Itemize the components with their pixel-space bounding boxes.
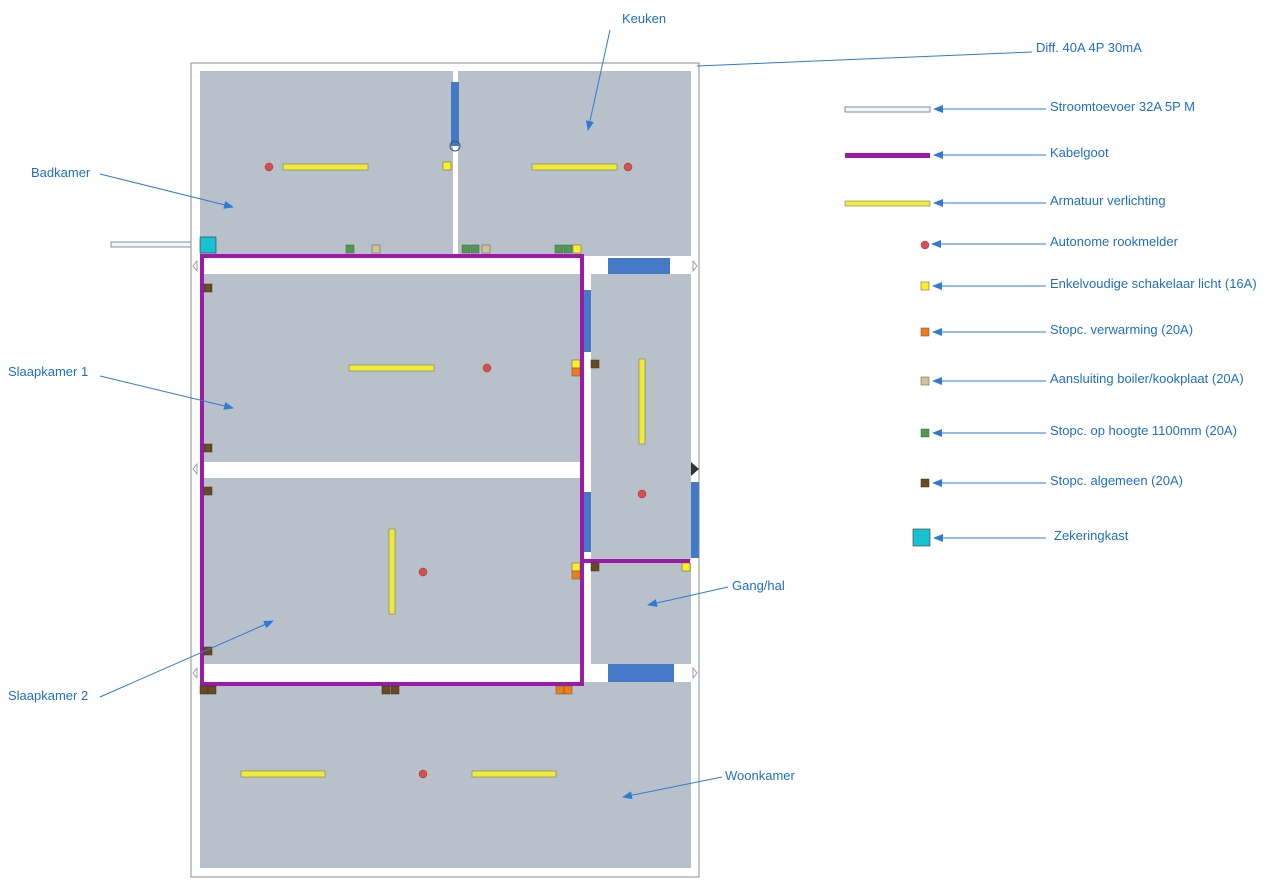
door	[583, 492, 591, 552]
legend-label-outlet-boiler: Aansluiting boiler/kookplaat (20A)	[1050, 371, 1244, 386]
building	[110, 51, 1033, 878]
light-switch	[681, 562, 691, 572]
door	[691, 482, 699, 558]
door	[608, 258, 670, 274]
outlet-high	[563, 244, 573, 254]
outlet-general	[199, 685, 209, 695]
outlet-heating	[555, 685, 565, 695]
light-fixture	[282, 163, 369, 171]
light-fixture	[348, 364, 435, 372]
light-switch	[442, 161, 452, 171]
door	[608, 664, 674, 682]
label-gang: Gang/hal	[732, 578, 785, 593]
light-switch	[571, 359, 581, 369]
door	[583, 290, 591, 352]
outlet-boiler	[371, 244, 381, 254]
smoke-detector	[623, 162, 633, 172]
wall-end-marker	[192, 259, 198, 273]
light-fixture	[638, 358, 646, 445]
outlet-general	[203, 486, 213, 496]
leader-keuken	[586, 29, 611, 131]
legend-label-fixture: Armatuur verlichting	[1050, 193, 1166, 208]
outlet-general	[390, 685, 400, 695]
outlet-heating	[563, 685, 573, 695]
leader-slaapkamer-1	[99, 375, 234, 410]
legend-symbol-outlet-general	[920, 478, 930, 488]
outlet-general	[207, 685, 217, 695]
light-switch	[572, 244, 582, 254]
label-slaapkamer-2: Slaapkamer 2	[8, 688, 88, 703]
legend-label-cable-tray: Kabelgoot	[1050, 145, 1109, 160]
legend-symbol-fixture	[844, 200, 931, 207]
outlet-high	[470, 244, 480, 254]
wall-end-marker	[192, 462, 198, 476]
legend-symbol-switch	[920, 281, 930, 291]
room-labels: Keuken Diff. 40A 4P 30mA Badkamer Slaapk…	[8, 11, 1142, 800]
label-diff: Diff. 40A 4P 30mA	[1036, 40, 1142, 55]
supply-line-to-diff	[696, 51, 1033, 67]
smoke-detector	[264, 162, 274, 172]
door	[451, 82, 459, 146]
wall-end-marker	[692, 259, 698, 273]
legend-label-outlet-heating: Stopc. verwarming (20A)	[1050, 322, 1193, 337]
legend: Stroomtoevoer 32A 5P M Kabelgoot Armatuu…	[844, 99, 1257, 547]
light-fixture	[531, 163, 618, 171]
legend-label-switch: Enkelvoudige schakelaar licht (16A)	[1050, 276, 1257, 291]
smoke-detector	[482, 363, 492, 373]
fuse-box	[199, 236, 217, 254]
leader-badkamer	[99, 173, 234, 209]
light-switch	[571, 562, 581, 572]
leader-woonkamer	[622, 776, 723, 800]
cable-tray-bedrooms	[200, 254, 584, 686]
smoke-detector	[637, 489, 647, 499]
legend-symbol-smoke	[920, 240, 930, 250]
floor-keuken	[458, 71, 691, 256]
label-keuken: Keuken	[622, 11, 666, 26]
wall-end-marker	[692, 666, 698, 680]
outlet-general	[381, 685, 391, 695]
floor-gang	[591, 563, 691, 664]
outlet-heating	[571, 570, 581, 580]
legend-symbol-outlet-heating	[920, 327, 930, 337]
smoke-detector	[418, 769, 428, 779]
leader-gang	[647, 586, 729, 607]
legend-label-fuse-box: Zekeringkast	[1054, 528, 1129, 543]
outlet-high	[554, 244, 564, 254]
label-woonkamer: Woonkamer	[725, 768, 796, 783]
legend-symbol-outlet-high	[920, 428, 930, 438]
outlet-heating	[571, 367, 581, 377]
light-fixture	[388, 528, 396, 615]
door-hinge	[449, 140, 461, 152]
supply-line	[110, 241, 192, 248]
leader-slaapkamer-2	[99, 620, 274, 698]
light-fixture	[240, 770, 326, 778]
outlet-boiler	[481, 244, 491, 254]
outlet-general	[203, 283, 213, 293]
outlet-high	[345, 244, 355, 254]
light-fixture	[471, 770, 557, 778]
outlet-high	[461, 244, 471, 254]
legend-label-supply: Stroomtoevoer 32A 5P M	[1050, 99, 1195, 114]
legend-symbol-supply	[844, 106, 931, 113]
smoke-detector	[418, 567, 428, 577]
legend-symbol-outlet-boiler	[920, 376, 930, 386]
legend-label-smoke: Autonome rookmelder	[1050, 234, 1179, 249]
legend-label-outlet-high: Stopc. op hoogte 1100mm (20A)	[1050, 423, 1237, 438]
label-slaapkamer-1: Slaapkamer 1	[8, 364, 88, 379]
outlet-general	[590, 562, 600, 572]
legend-symbol-fuse-box	[912, 528, 931, 547]
outlet-general	[590, 359, 600, 369]
legend-label-outlet-general: Stopc. algemeen (20A)	[1050, 473, 1183, 488]
outlet-general	[203, 443, 213, 453]
legend-symbol-cable-tray	[845, 153, 930, 158]
label-badkamer: Badkamer	[31, 165, 91, 180]
door-swing-triangle	[691, 462, 699, 476]
wall-end-marker	[192, 666, 198, 680]
floor-badkamer	[200, 71, 453, 256]
